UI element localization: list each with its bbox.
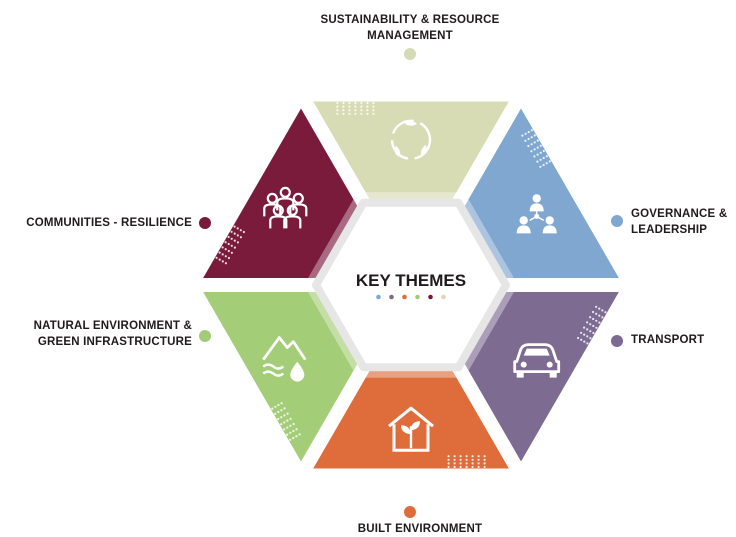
community-people-icon: [263, 186, 308, 229]
dot-built: [404, 506, 416, 518]
people-network-icon: [516, 194, 557, 234]
dot-governance: [611, 215, 623, 227]
dot-natural: [199, 330, 211, 342]
recycle-leaves-icon: [390, 119, 432, 161]
center-title: KEY THEMES: [356, 271, 466, 290]
dot-sustainability: [404, 48, 416, 60]
center-hexagon: [312, 198, 510, 372]
label-transport: TRANSPORT: [631, 334, 705, 346]
car-icon: [513, 343, 561, 378]
petal-band-communities: [304, 192, 366, 285]
dot-grid-natural: [271, 402, 301, 441]
dot-grid-communities: [215, 225, 245, 265]
theme-petal-transport: [431, 278, 638, 483]
label-governance: GOVERNANCE & LEADERSHIP: [631, 208, 728, 236]
dot-transport: [611, 335, 623, 347]
label-sustainability: SUSTAINABILITY & RESOURCE MANAGEMENT: [320, 14, 500, 42]
petal-band-natural: [304, 285, 366, 378]
dot-grid-built: [447, 455, 486, 469]
label-communities: COMMUNITIES - RESILIENCE: [26, 217, 192, 229]
greenhouse-plant-icon: [388, 406, 434, 452]
label-built: BUILT ENVIRONMENT: [357, 523, 483, 535]
dot-communities: [199, 217, 211, 229]
petal-band-governance: [456, 192, 518, 285]
label-natural: NATURAL ENVIRONMENT & GREEN INFRASTRUCTU…: [33, 320, 192, 348]
center-color-dot: [402, 294, 407, 300]
center-color-dot: [415, 294, 420, 300]
center-color-dot: [389, 294, 394, 300]
dot-grid-governance: [521, 129, 551, 168]
center-color-dot: [428, 294, 433, 300]
dot-grid-sustainability: [336, 101, 375, 115]
center-color-dot: [376, 294, 381, 300]
center-color-dot: [441, 294, 446, 300]
dot-grid-transport: [577, 305, 607, 345]
petal-band-transport: [456, 285, 518, 378]
mountain-water-icon: [262, 336, 307, 382]
